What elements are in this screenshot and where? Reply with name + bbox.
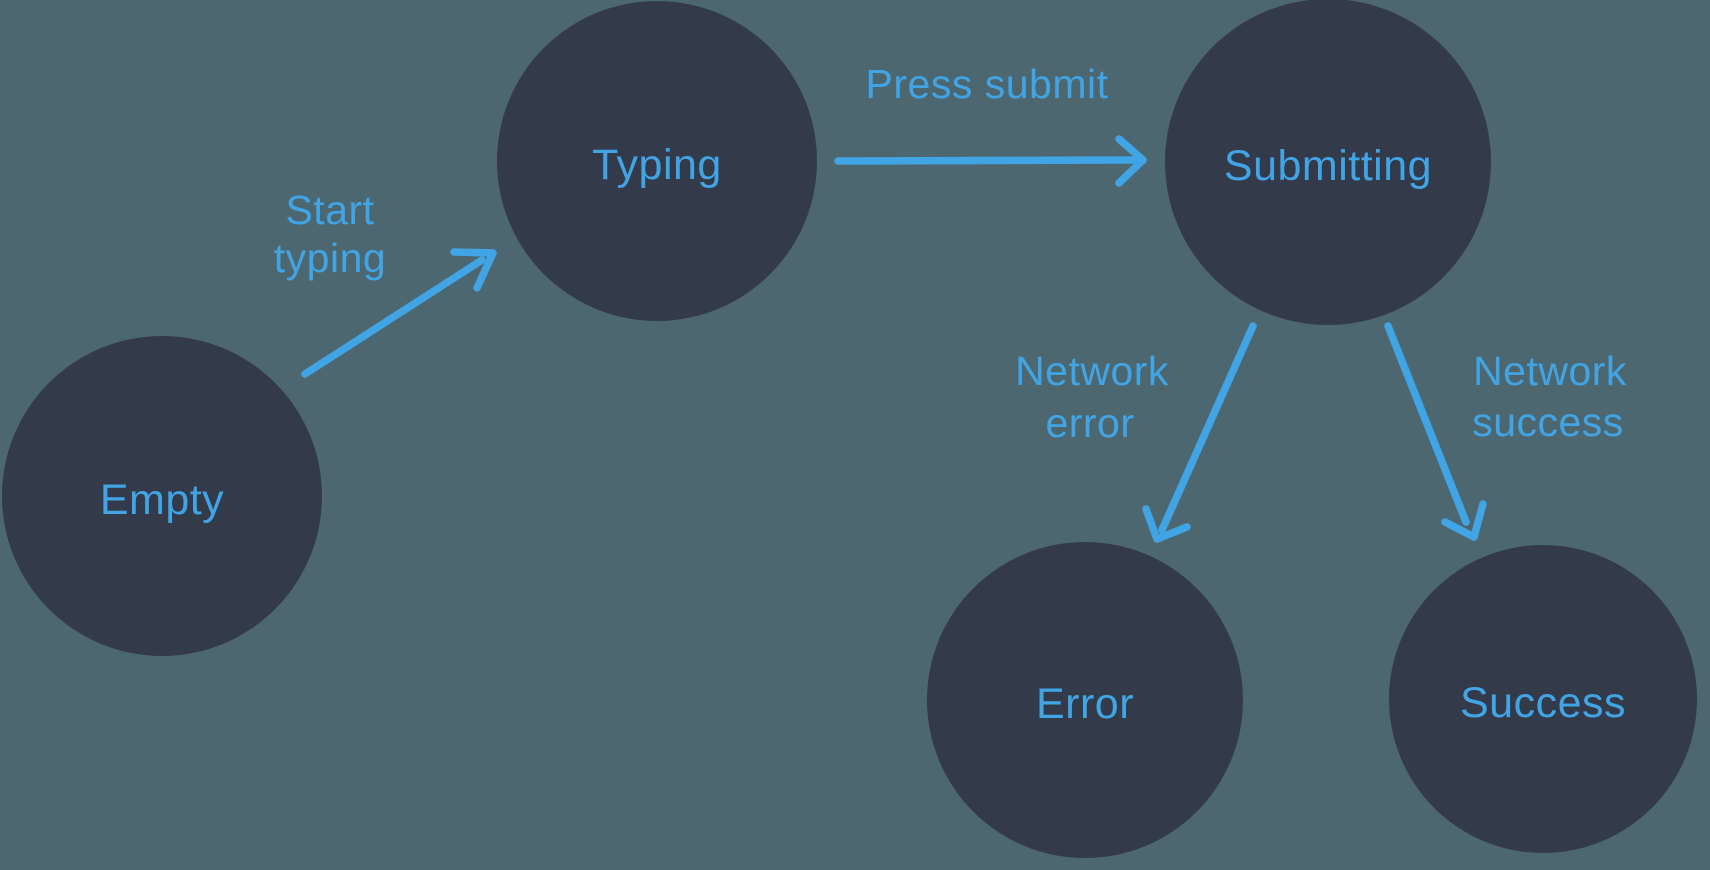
state-label-submitting: Submitting (1224, 142, 1432, 190)
state-node-submitting: Submitting (1165, 0, 1491, 325)
state-node-typing: Typing (497, 1, 817, 321)
state-label-typing: Typing (592, 141, 722, 189)
arrow-head-icon (1142, 505, 1191, 543)
transition-label-network-success-line2: success (1472, 399, 1624, 445)
transition-network-error: Network error (1015, 322, 1257, 543)
arrow-shaft (834, 156, 1140, 165)
transition-label-network-error-line2: error (1045, 400, 1134, 446)
state-node-success: Success (1389, 545, 1697, 853)
arrow-shaft (301, 256, 486, 378)
arrow-shaft (1158, 322, 1257, 534)
state-circle (1165, 0, 1491, 325)
state-node-error: Error (927, 542, 1243, 858)
transition-network-success: Network success (1384, 322, 1627, 541)
state-circle (2, 336, 322, 656)
state-circle (927, 542, 1243, 858)
transition-label-press-submit: Press submit (866, 61, 1109, 107)
transition-label-network-error-line1: Network (1015, 348, 1169, 394)
arrow-head-icon (450, 248, 497, 292)
state-node-empty: Empty (2, 336, 322, 656)
transition-label-network-success-line1: Network (1473, 348, 1627, 394)
state-label-success: Success (1460, 679, 1626, 727)
state-circle (497, 1, 817, 321)
transition-press-submit: Press submit (834, 61, 1147, 187)
transition-start-typing: Start typing (274, 187, 497, 378)
state-label-error: Error (1036, 680, 1134, 728)
arrow-shaft (1384, 322, 1470, 526)
transition-label-start-typing-line2: typing (274, 235, 386, 281)
state-circle (1389, 545, 1697, 853)
arrow-head-icon (1115, 135, 1147, 187)
state-label-empty: Empty (100, 476, 224, 524)
arrow-head-icon (1441, 500, 1487, 541)
transition-label-start-typing-line1: Start (285, 187, 374, 233)
